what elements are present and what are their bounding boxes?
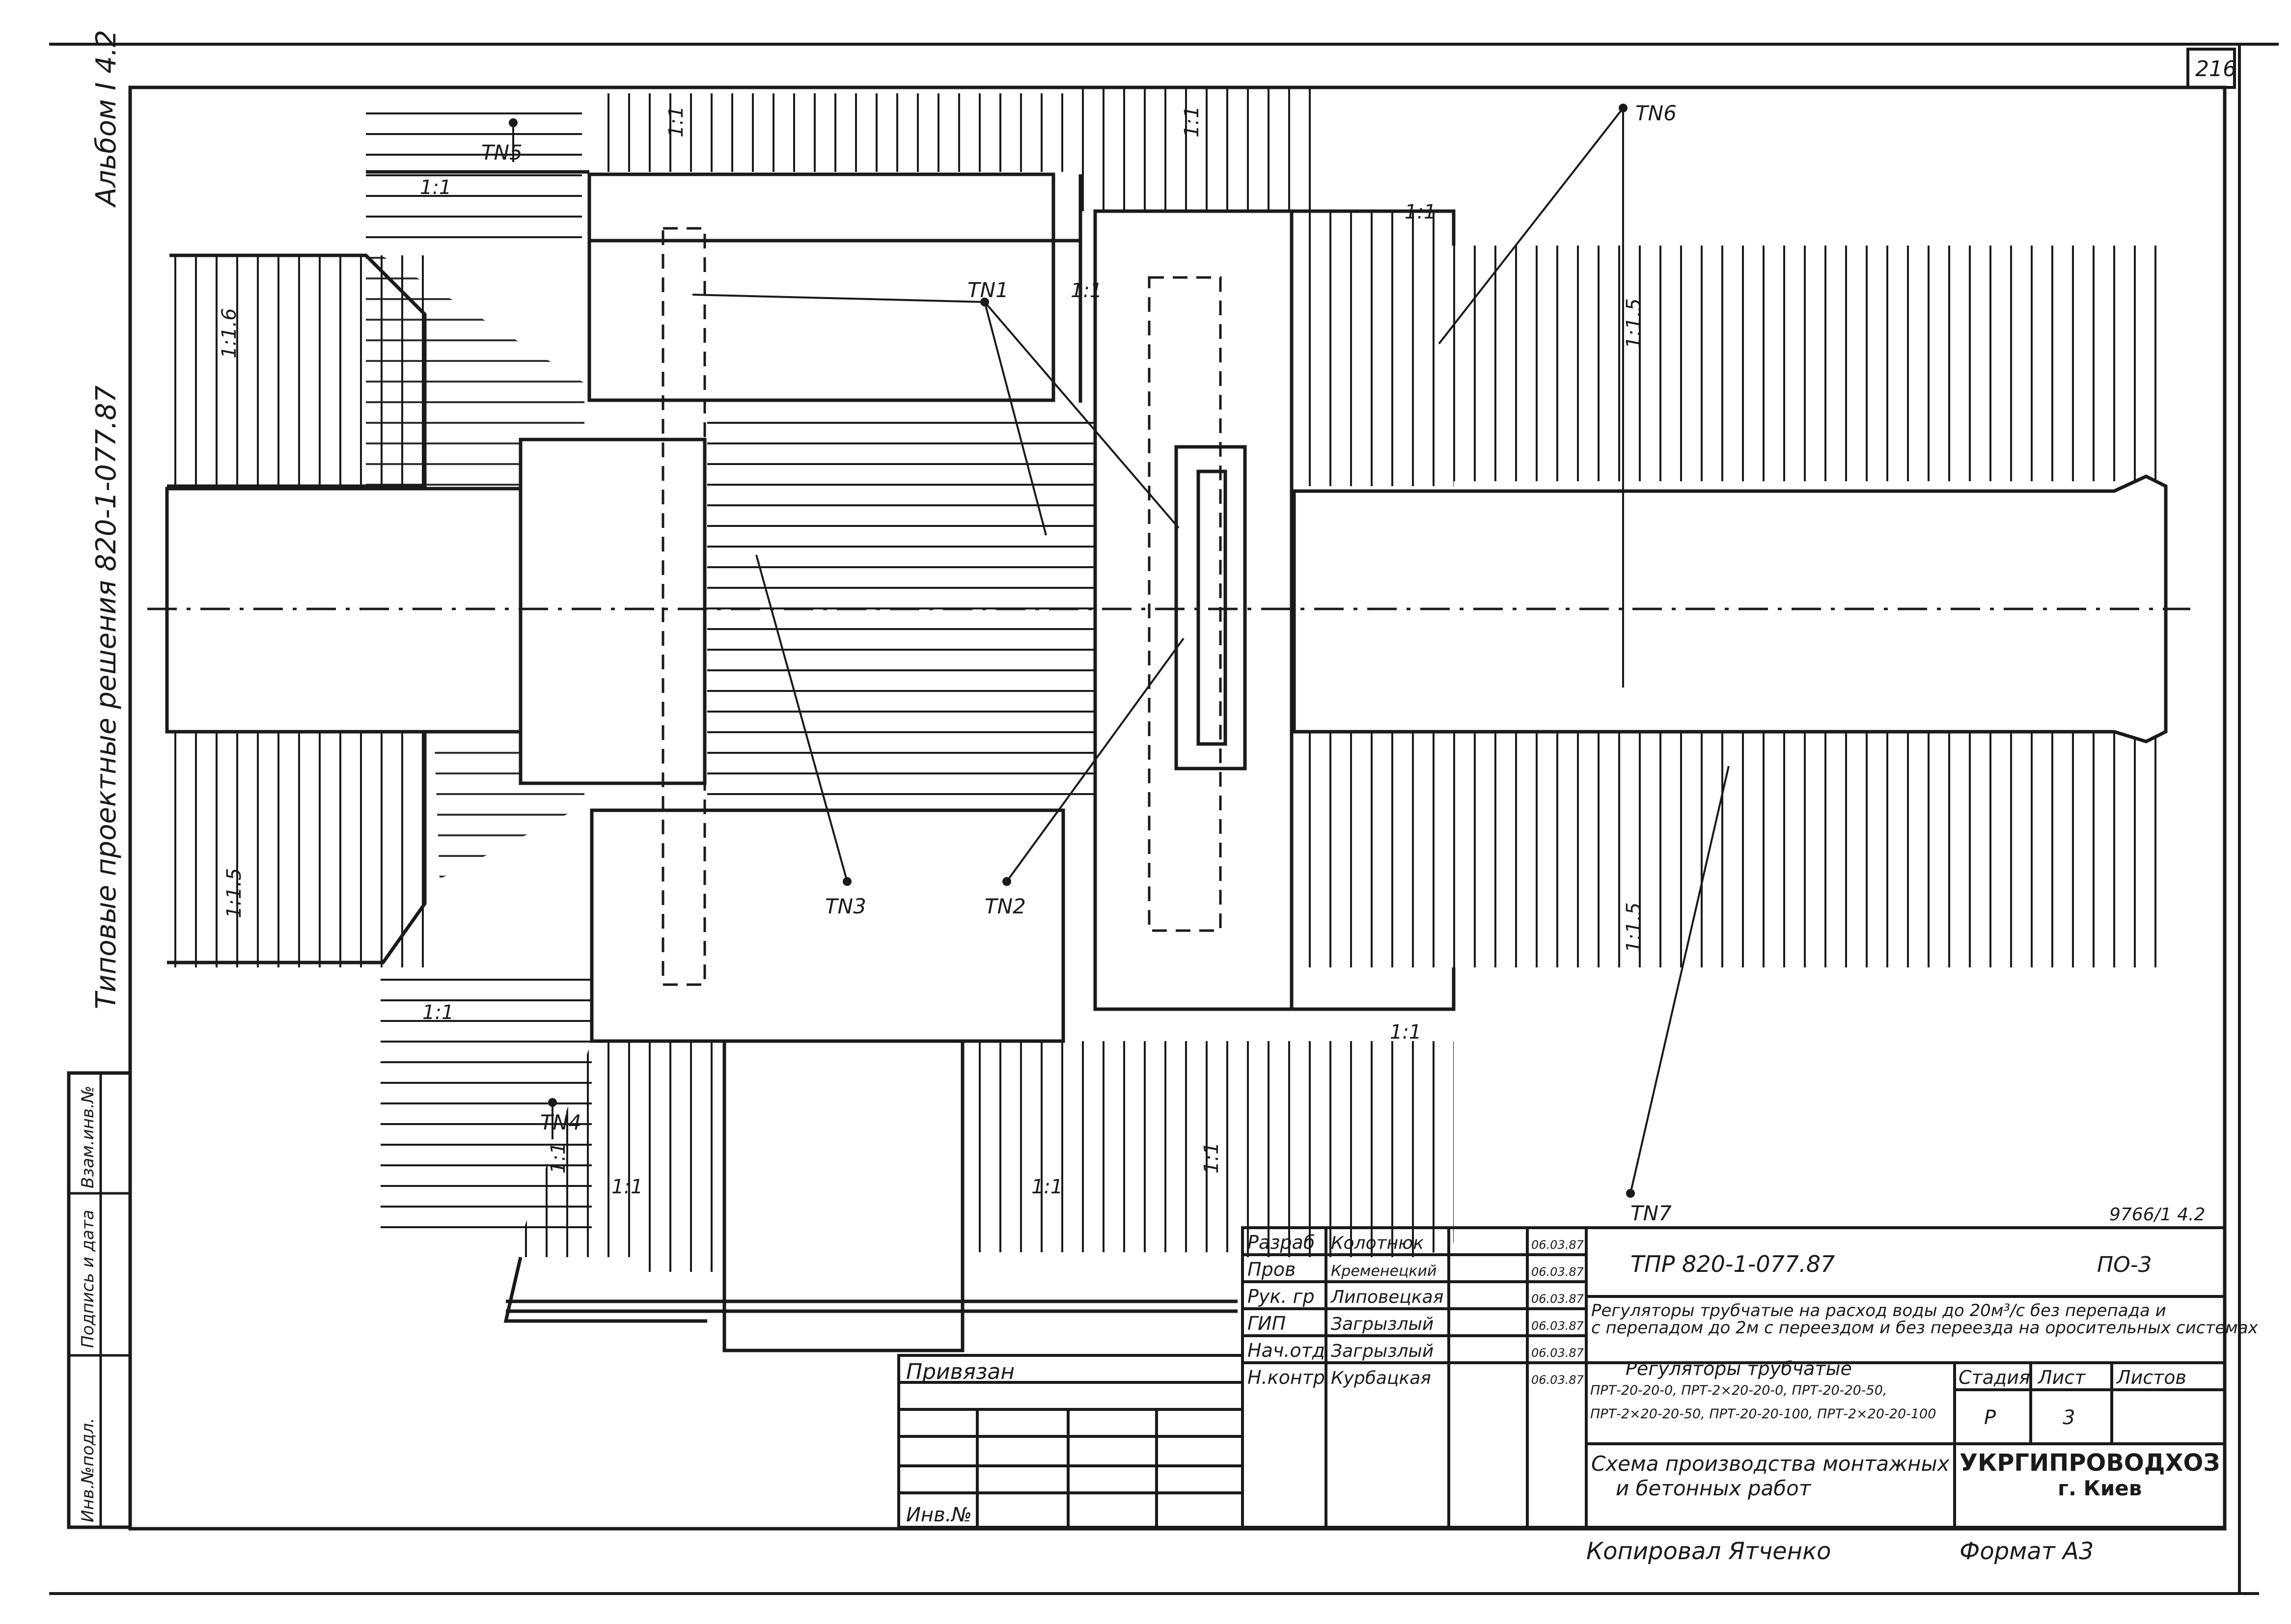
name-label: Колотнюк bbox=[1331, 1233, 1424, 1253]
city: г. Киев bbox=[2058, 1476, 2142, 1500]
point-label-tn2: ТN2 bbox=[985, 894, 1026, 918]
date-label: 06.03.87 bbox=[1531, 1346, 1584, 1360]
slope-label: 1:1 bbox=[1071, 279, 1102, 302]
slope-label: 1:1 bbox=[1200, 1142, 1223, 1174]
doc-code: ТПР 820-1-077.87 bbox=[1630, 1251, 1835, 1277]
slope-label: 1:1.5 bbox=[1623, 298, 1645, 349]
role-label: Пров bbox=[1247, 1259, 1296, 1280]
sheet-label: Лист bbox=[2037, 1367, 2086, 1388]
slope-label: 1:1 bbox=[1390, 1021, 1421, 1044]
object-types-line2: ПРТ-2×20-20-50, ПРТ-20-20-100, ПРТ-2×20-… bbox=[1590, 1406, 1936, 1422]
name-label: Липовецкая bbox=[1330, 1287, 1443, 1307]
page-number: 216 bbox=[2195, 56, 2236, 82]
side-stamp: Инв.№подл. Подпись и дата Взам.инв.№ bbox=[78, 1086, 98, 1522]
point-label-tn4: ТN4 bbox=[540, 1110, 581, 1134]
point-label-tn7: ТN7 bbox=[1630, 1201, 1672, 1225]
name-label: Кременецкий bbox=[1331, 1263, 1437, 1280]
date-label: 06.03.87 bbox=[1531, 1373, 1584, 1387]
point-marker bbox=[980, 298, 989, 306]
inv-label: Инв.№ bbox=[906, 1504, 972, 1526]
project-title-line1: Регуляторы трубчатые на расход воды до 2… bbox=[1591, 1301, 2166, 1321]
survey-points: ТN1 ТN2 ТN3 ТN4 ТN5 ТN6 ТN7 bbox=[481, 101, 1730, 1225]
date-label: 06.03.87 bbox=[1531, 1238, 1584, 1252]
slope-label: 1:1.5 bbox=[1623, 902, 1645, 953]
point-marker bbox=[548, 1098, 557, 1107]
stage-label: Стадия bbox=[1959, 1367, 2030, 1388]
sheets-label: Листов bbox=[2116, 1367, 2186, 1388]
role-label: Разраб bbox=[1247, 1232, 1315, 1253]
stage-value: Р bbox=[1984, 1406, 1996, 1429]
drawing-title-line2: и бетонных работ bbox=[1616, 1476, 1812, 1500]
role-label: Нач.отд bbox=[1247, 1340, 1325, 1361]
slope-labels: 1:1 1:1 1:1 1:1 1:1 1:1 1:1 1:1 1:1 1:1 … bbox=[218, 106, 1645, 1198]
slope-label: 1:1 bbox=[665, 106, 688, 138]
organization: УКРГИПРОВОДХОЗ bbox=[1960, 1449, 2220, 1477]
date-label: 06.03.87 bbox=[1531, 1265, 1584, 1279]
point-marker bbox=[509, 118, 518, 127]
slope-label: 1:1 bbox=[422, 1001, 454, 1024]
sign-date-label: Подпись и дата bbox=[78, 1210, 98, 1348]
slope-label: 1:1.5 bbox=[223, 868, 246, 918]
object-types-line1: ПРТ-20-20-0, ПРТ-2×20-20-0, ПРТ-20-20-50… bbox=[1590, 1383, 1887, 1398]
binding-label: Привязан bbox=[906, 1359, 1015, 1384]
role-label: Н.контр bbox=[1247, 1367, 1325, 1388]
slope-label: 1:1 bbox=[1031, 1176, 1063, 1198]
slope-label: 1:1 bbox=[547, 1142, 570, 1174]
name-label: Загрызлый bbox=[1331, 1341, 1434, 1361]
project-title-line2: с перепадом до 2м с переездом и без пере… bbox=[1591, 1318, 2259, 1338]
point-marker bbox=[1626, 1189, 1635, 1198]
date-label: 06.03.87 bbox=[1531, 1292, 1584, 1306]
name-label: Курбацкая bbox=[1331, 1368, 1431, 1388]
archive-stamp: 9766/1 4.2 bbox=[2109, 1205, 2205, 1225]
sheet-mark: ПО-3 bbox=[2097, 1252, 2152, 1277]
title-block-text: Привязан Инв.№ Разраб Колотнюк 06.03.87 … bbox=[906, 1232, 2259, 1565]
name-label: Загрызлый bbox=[1331, 1314, 1434, 1334]
slope-label: 1:1 bbox=[1405, 201, 1436, 223]
drawing-title-line1: Схема производства монтажных bbox=[1591, 1452, 1950, 1476]
point-marker bbox=[1619, 104, 1628, 112]
hidden-lines bbox=[147, 227, 2190, 986]
slope-label: 1:1 bbox=[611, 1176, 643, 1198]
slope-label: 1:1.6 bbox=[218, 308, 241, 358]
album-label: Альбом I 4.2 bbox=[90, 30, 122, 208]
role-label: Рук. гр bbox=[1247, 1286, 1315, 1307]
copied-by: Копировал Ятченко bbox=[1586, 1538, 1831, 1565]
object-title: Регуляторы трубчатые bbox=[1626, 1358, 1852, 1379]
replace-inv-label: Взам.инв.№ bbox=[78, 1086, 98, 1188]
point-marker bbox=[843, 877, 852, 886]
slope-label: 1:1 bbox=[1181, 106, 1203, 138]
point-label-tn5: ТN5 bbox=[481, 140, 523, 165]
title-block bbox=[897, 1226, 2226, 1529]
point-marker bbox=[1002, 877, 1011, 886]
point-label-tn3: ТN3 bbox=[825, 894, 866, 918]
point-label-tn6: ТN6 bbox=[1635, 101, 1677, 125]
inv-original-label: Инв.№подл. bbox=[78, 1418, 98, 1522]
sheet-value: 3 bbox=[2063, 1406, 2075, 1429]
slope-label: 1:1 bbox=[420, 176, 451, 199]
role-label: ГИП bbox=[1247, 1313, 1286, 1334]
series-label: Типовые проектные решения 820-1-077.87 bbox=[90, 385, 122, 1009]
format-label: Формат А3 bbox=[1960, 1538, 2094, 1565]
date-label: 06.03.87 bbox=[1531, 1319, 1584, 1333]
point-label-tn1: ТN1 bbox=[967, 278, 1009, 302]
